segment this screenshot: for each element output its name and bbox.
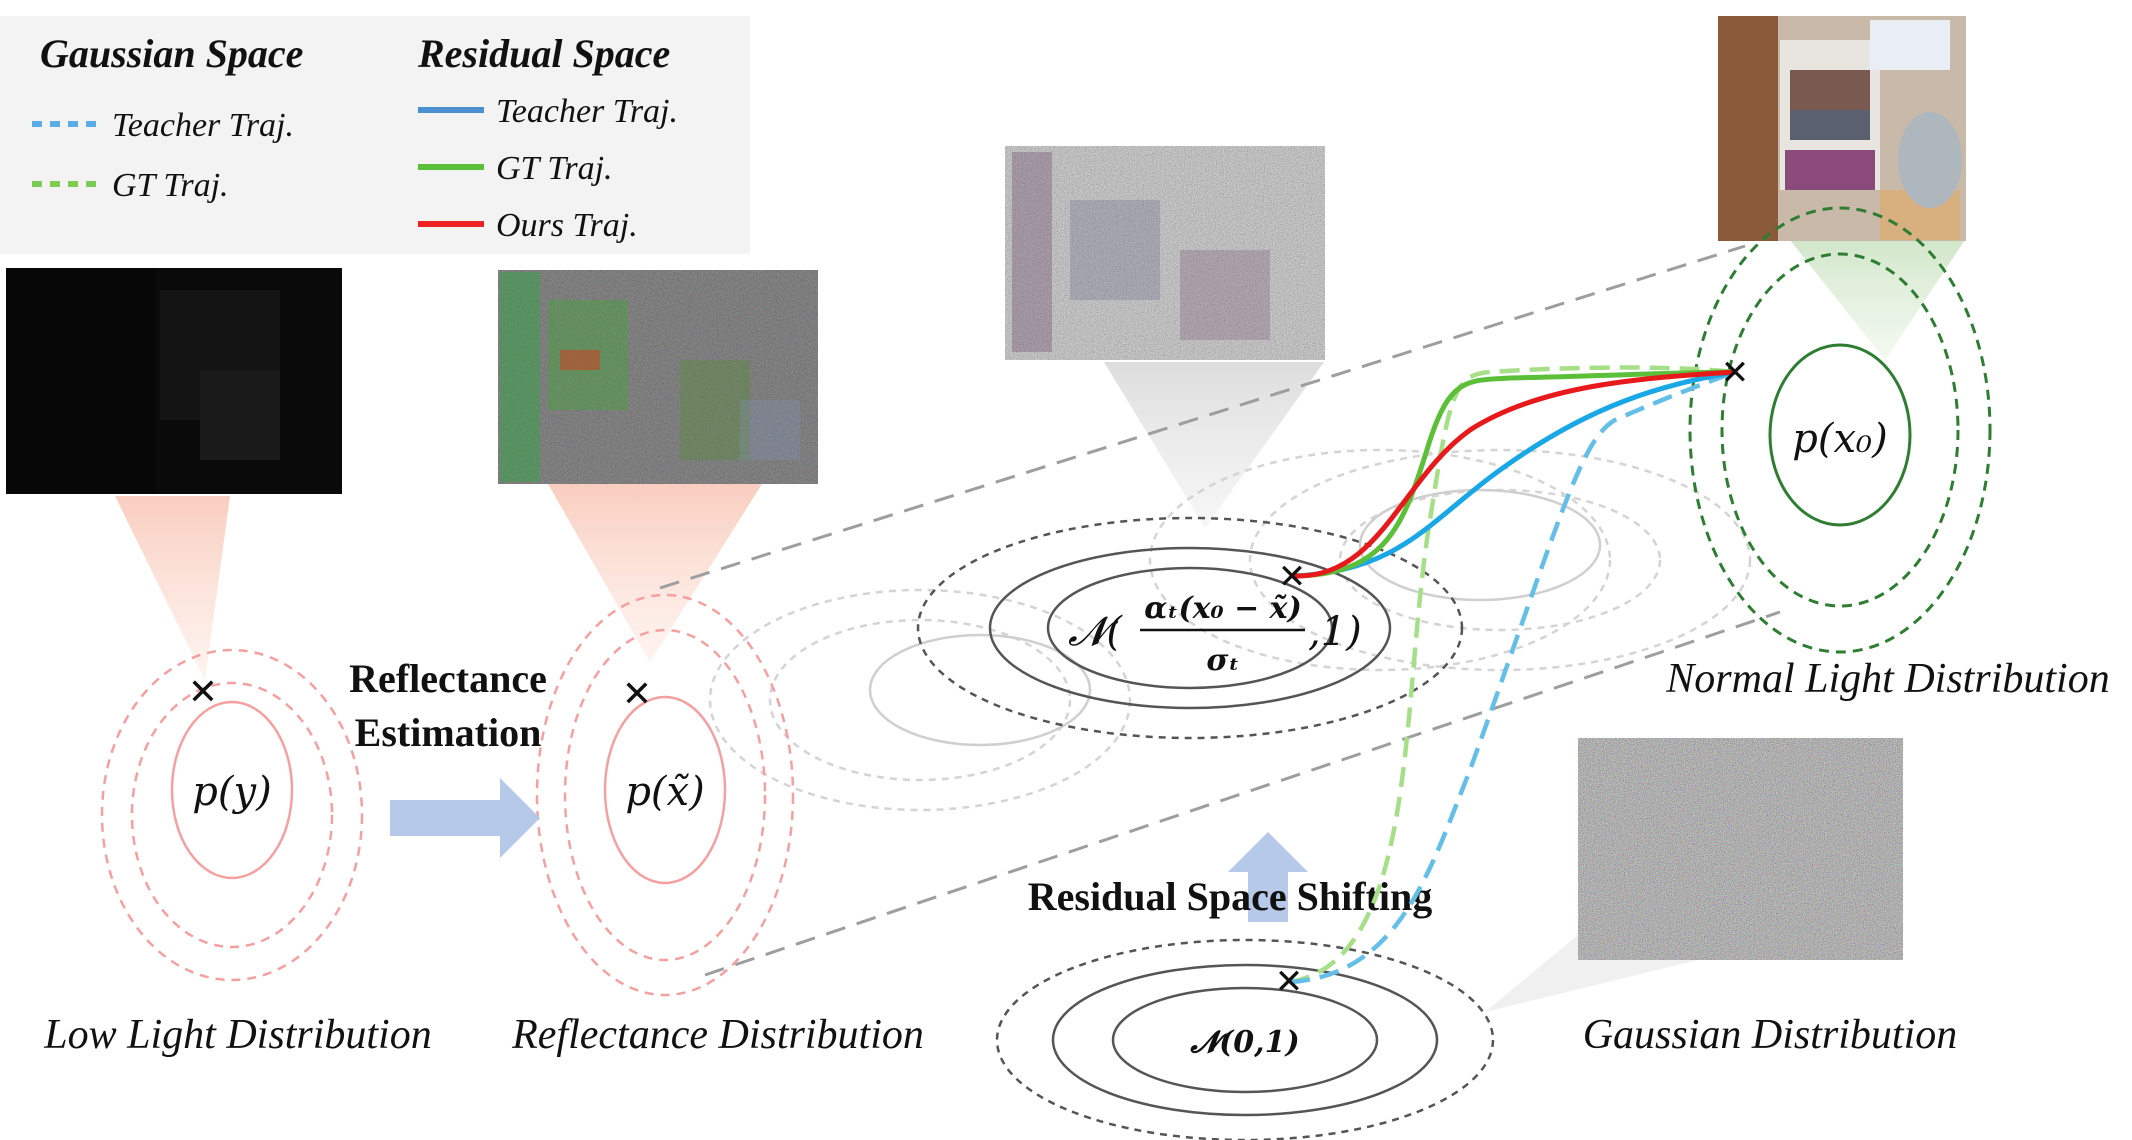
legend-gaussian-title: Gaussian Space: [40, 31, 303, 76]
legend-gaussian-gt-label: GT Traj.: [112, 167, 229, 204]
normal-light-distribution-label: Normal Light Distribution: [1665, 656, 2109, 702]
projection-line-bottom: [704, 610, 1781, 977]
low-light-sample-mark: ✕: [188, 672, 218, 713]
reflectance-estimation-step: Reflectance Estimation: [349, 656, 547, 858]
normal-light-sample-mark: ✕: [1721, 353, 1750, 393]
legend-residual-ours-label: Ours Traj.: [496, 207, 638, 244]
residual-space-shifting-step: Residual Space Shifting: [1028, 832, 1433, 922]
reflectance-projection-beam: [548, 484, 762, 662]
legend: Gaussian Space Residual Space Teacher Tr…: [0, 16, 750, 254]
residual-ours-trajectory: [1291, 369, 1736, 579]
reflectance-estimation-label-line1: Reflectance: [349, 656, 547, 701]
low-light-projection-beam: [115, 496, 230, 680]
residual-numerator: αₜ(x₀ − x̃): [1144, 591, 1302, 626]
residual-teacher-trajectory: [1291, 369, 1736, 579]
reflectance-distribution-label: Reflectance Distribution: [511, 1012, 924, 1058]
gaussian-distribution: 𝓝(0,1): [995, 938, 1495, 1140]
gaussian-distribution-label: Gaussian Distribution: [1583, 1012, 1958, 1058]
residual-shift-arrow: [1228, 832, 1308, 922]
legend-residual-gt-label: GT Traj.: [496, 150, 613, 187]
shift-trail-solid-ellipses: [868, 488, 1602, 747]
legend-background: [0, 16, 750, 254]
normal-light-image: [1718, 16, 1966, 241]
normal-light-projection-beam: [1790, 240, 1965, 360]
p-xtilde-label: p(x̃): [625, 769, 704, 815]
residual-shift-label: Residual Space Shifting: [1028, 874, 1433, 919]
low-light-distribution: p(y) ✕: [100, 648, 364, 982]
gaussian-gt-trajectory: [1289, 365, 1736, 985]
legend-gaussian-teacher-label: Teacher Traj.: [112, 107, 294, 144]
gaussian-teacher-trajectory: [1289, 369, 1736, 985]
residual-normal-prefix: 𝓝(: [1068, 609, 1123, 655]
reflectance-estimation-label-line2: Estimation: [355, 710, 542, 755]
residual-gt-trajectory: [1291, 369, 1736, 579]
standard-normal-label: 𝓝(0,1): [1189, 1025, 1299, 1060]
reflectance-distribution: p(x̃) ✕: [535, 593, 795, 997]
low-light-distribution-label: Low Light Distribution: [43, 1012, 431, 1058]
reflectance-estimation-arrow: [390, 778, 540, 858]
p-y-label: p(y): [192, 769, 271, 815]
residual-normal-suffix: ,1): [1308, 609, 1362, 655]
trajectories: [1289, 365, 1736, 985]
p-x0-label: p(x₀): [1792, 416, 1887, 462]
residual-distribution: 𝓝( αₜ(x₀ − x̃) σₜ ,1): [916, 516, 1464, 740]
residual-projection-beam: [1104, 362, 1324, 528]
normal-light-distribution: p(x₀): [1688, 206, 1992, 654]
legend-residual-teacher-label: Teacher Traj.: [496, 93, 678, 130]
reflectance-sample-mark: ✕: [622, 674, 652, 715]
gaussian-sample-mark: ✕: [1275, 962, 1304, 1002]
residual-sample-mark: ✕: [1278, 557, 1307, 597]
low-light-image: [6, 268, 342, 494]
reflectance-image: [498, 270, 818, 484]
legend-residual-title: Residual Space: [417, 31, 670, 76]
residual-denominator: σₜ: [1206, 643, 1239, 678]
gaussian-noise-image: [1578, 738, 1903, 960]
residual-image: [1005, 146, 1325, 360]
